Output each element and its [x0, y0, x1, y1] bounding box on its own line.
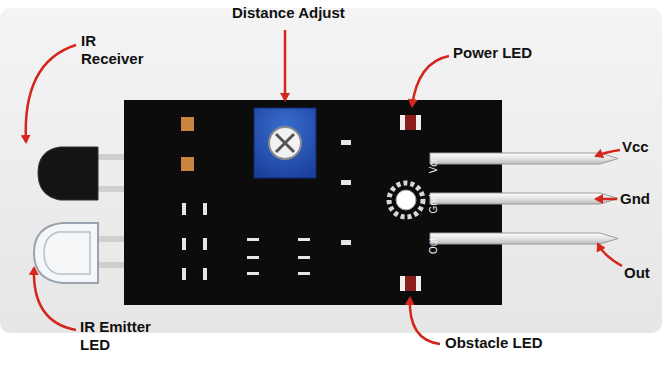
leader-arrow: [596, 150, 620, 156]
leader-arrow: [410, 298, 440, 344]
silkscreen-pin-name: Gnd: [429, 195, 439, 214]
callout-label: Gnd: [620, 190, 658, 208]
receiver-leg: [96, 186, 128, 192]
callout-label: Obstacle LED: [445, 334, 565, 352]
emitter-leg: [96, 262, 128, 268]
callout-label: Vcc: [622, 138, 658, 156]
leader-arrow: [26, 45, 76, 142]
leader-arrow: [598, 244, 622, 266]
pot-knob: [269, 127, 301, 159]
emitter-leg: [96, 236, 128, 242]
mounting-hole-ring: [389, 183, 423, 217]
power-led-lens: [405, 115, 416, 130]
callout-label: Distance Adjust: [232, 4, 372, 22]
receiver-leg: [96, 154, 128, 160]
ir-receiver: [38, 147, 98, 200]
callout-label: Power LED: [453, 44, 563, 62]
out-pin: [430, 233, 618, 244]
smd-resistor: [181, 117, 194, 131]
callout-label: IR Receiver: [81, 32, 153, 68]
mounting-hole: [396, 190, 416, 210]
distance-potentiometer: [254, 108, 316, 178]
background-panel: [0, 8, 662, 333]
silkscreen-pin-name: Out: [429, 238, 439, 254]
emitter-lens: [44, 232, 90, 274]
gnd-pin: [430, 193, 618, 204]
leader-arrow: [412, 56, 449, 106]
silkscreen-pin-name: Vcc: [429, 157, 439, 174]
leader-arrow: [34, 268, 76, 330]
callout-label: Out: [624, 264, 658, 282]
leader-arrow: [596, 198, 617, 201]
smd-resistor: [181, 157, 194, 171]
vcc-pin: [430, 153, 618, 164]
pot-slot: [276, 134, 294, 152]
callout-label: IR Emitter LED: [80, 318, 180, 354]
ir-emitter-led: [34, 223, 98, 283]
obstacle-led-lens: [405, 276, 416, 291]
obstacle-led: [400, 276, 421, 291]
power-led: [400, 115, 421, 130]
leader-arrow: [284, 30, 287, 100]
